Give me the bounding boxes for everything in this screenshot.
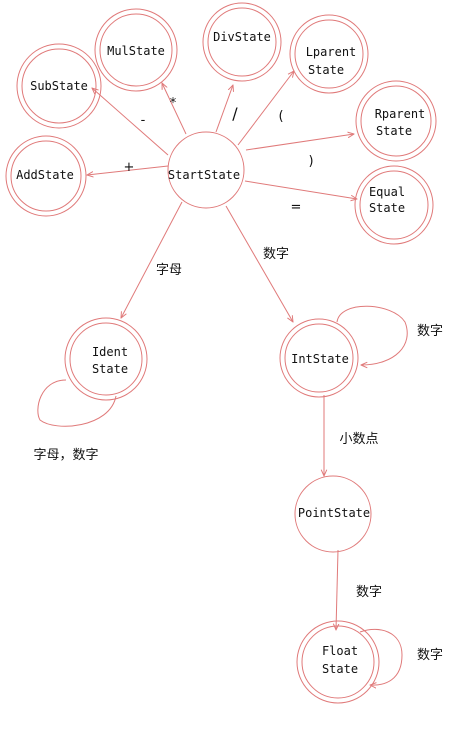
state-lparen: Lparent State	[289, 14, 369, 94]
state-start: StartState	[167, 131, 245, 209]
state-rparen-label-line1: Rparent	[375, 107, 426, 121]
state-rparen-label-line2: State	[376, 124, 412, 138]
label-float-loop: 数字	[417, 648, 443, 663]
state-ident-label-line2: State	[92, 362, 128, 376]
state-rparen-inner	[360, 85, 432, 157]
state-div-outer	[202, 2, 282, 82]
state-ident-outer	[64, 317, 148, 401]
state-equal-label-line2: State	[369, 201, 405, 215]
state-add-label: AddState	[16, 168, 74, 182]
label-point-float: 数字	[356, 585, 382, 600]
state-lparen-label-line2: State	[308, 63, 344, 77]
state-mul: MulState	[94, 8, 178, 92]
label-lparen: (	[278, 109, 283, 124]
state-ident-label-line1: Ident	[92, 345, 128, 359]
edge-ident-loop	[37, 379, 117, 427]
state-mul-inner	[99, 13, 173, 87]
edge-start-to-add	[87, 165, 169, 175]
state-float-label-line1: Float	[322, 644, 358, 658]
state-rparen-outer	[355, 80, 437, 162]
state-int-label: IntState	[291, 352, 349, 366]
edge-start-to-int	[225, 205, 293, 322]
states: MulState DivState Lparent State SubState…	[5, 2, 437, 704]
state-point-circle	[294, 475, 372, 553]
state-mul-outer	[94, 8, 178, 92]
state-start-circle	[167, 131, 245, 209]
state-div: DivState	[202, 2, 282, 82]
label-int-point: 小数点	[339, 432, 378, 447]
label-ident: 字母	[156, 263, 182, 278]
state-sub-label: SubState	[30, 79, 88, 93]
state-add-inner	[10, 140, 82, 212]
label-int: 数字	[263, 247, 289, 262]
state-rparen: Rparent State	[355, 80, 437, 162]
edge-start-to-sub	[92, 88, 169, 156]
state-add: AddState	[5, 135, 87, 217]
state-int-outer	[279, 318, 359, 398]
label-equal: =	[291, 200, 302, 215]
edge-start-to-rparen	[245, 134, 354, 151]
state-float: Float State	[296, 620, 380, 704]
state-mul-label: MulState	[107, 44, 165, 58]
edge-point-to-float	[336, 549, 338, 630]
label-int-loop: 数字	[417, 324, 443, 339]
edge-start-to-equal	[244, 180, 357, 199]
state-equal: Equal State	[354, 165, 434, 245]
label-rparen: )	[308, 154, 313, 169]
state-ident-inner	[69, 322, 143, 396]
label-mul: *	[170, 96, 177, 111]
edge-start-to-mul	[162, 83, 187, 135]
state-div-inner	[207, 7, 277, 77]
state-sub-inner	[21, 48, 97, 124]
state-point-label: PointState	[298, 506, 370, 520]
state-float-outer	[296, 620, 380, 704]
state-float-inner	[301, 625, 375, 699]
transitions	[37, 71, 408, 685]
edge-start-to-ident	[121, 201, 183, 318]
state-equal-outer	[354, 165, 434, 245]
edge-int-loop	[336, 305, 408, 365]
state-lparen-outer	[289, 14, 369, 94]
state-div-label: DivState	[213, 30, 271, 44]
label-div: /	[232, 104, 238, 123]
edge-start-to-lparen	[237, 71, 294, 146]
state-ident: Ident State	[64, 317, 148, 401]
state-float-label-line2: State	[322, 662, 358, 676]
label-sub: -	[141, 113, 146, 128]
edge-start-to-div	[215, 85, 233, 133]
state-point: PointState	[294, 475, 372, 553]
state-add-outer	[5, 135, 87, 217]
state-lparen-label-line1: Lparent	[306, 45, 357, 59]
state-equal-label-line1: Equal	[369, 185, 405, 199]
state-int-inner	[284, 323, 354, 393]
state-int: IntState	[279, 318, 359, 398]
transition-labels: * / ( - ) + = 字母 数字 数字 字母，数字 小数点 数字 数字	[33, 96, 443, 663]
label-add: +	[124, 160, 135, 175]
state-sub: SubState	[16, 43, 102, 129]
state-lparen-inner	[294, 19, 364, 89]
state-sub-outer	[16, 43, 102, 129]
label-ident-loop: 字母，数字	[33, 448, 98, 463]
state-equal-inner	[359, 170, 429, 240]
edge-float-loop	[359, 628, 403, 685]
state-start-label: StartState	[168, 168, 240, 182]
